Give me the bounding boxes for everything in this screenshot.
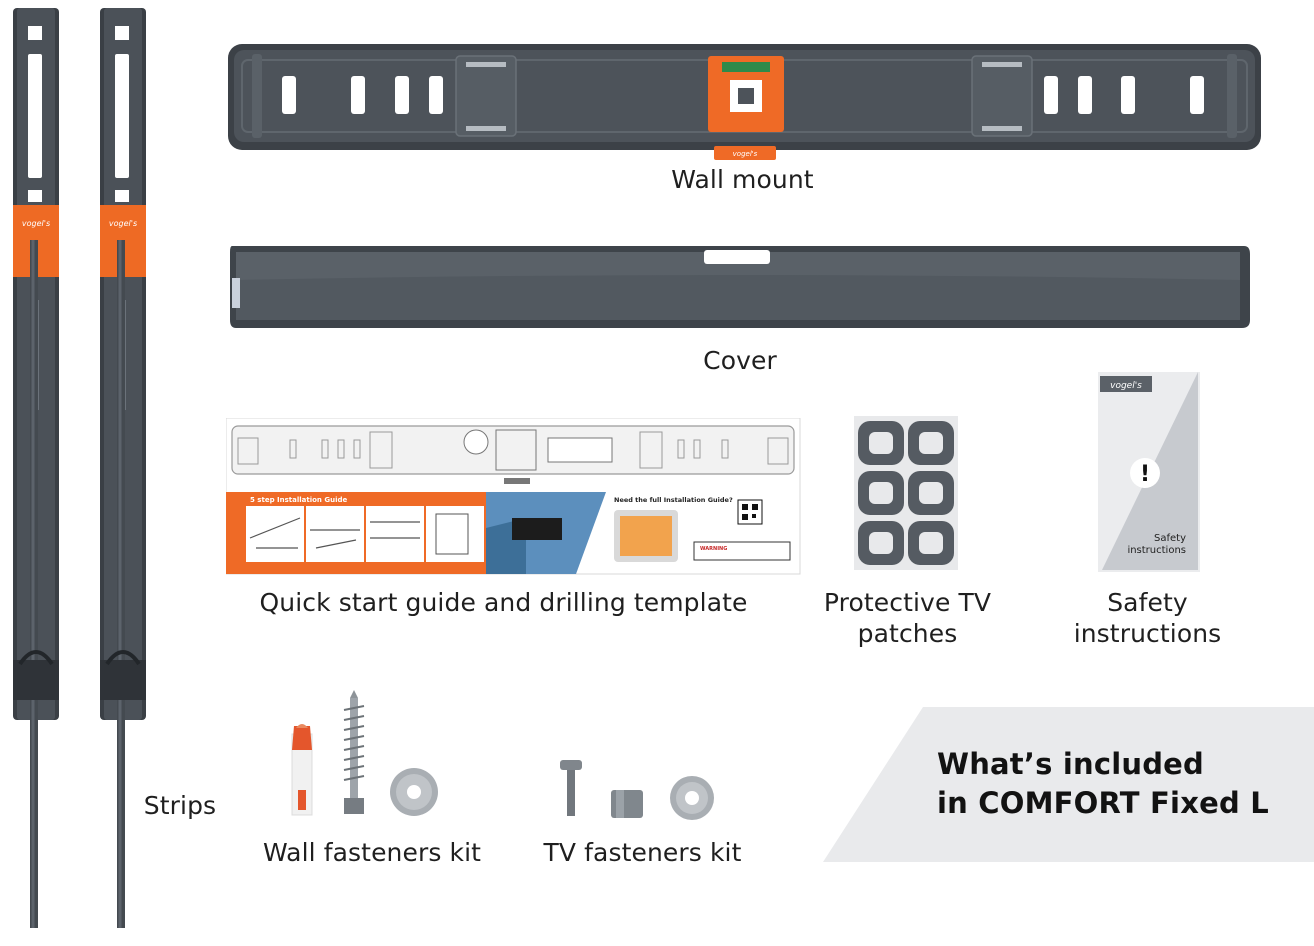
strip-logo-text: vogel's [109, 219, 137, 228]
safety-exclamation-icon: ! [1140, 462, 1150, 487]
protective-patches-line2: patches [857, 619, 958, 648]
cover-label: Cover [703, 346, 777, 375]
safety-label-line2: instructions [1073, 619, 1222, 648]
mount-logo-text: vogel's [733, 150, 758, 158]
protective-patches-line1: Protective TV [823, 588, 992, 617]
guide-step-title: 5 step Installation Guide [250, 496, 347, 504]
headline: What’s included in COMFORT Fixed L [937, 745, 1269, 823]
wall-mount-illustration: vogel's [228, 44, 1261, 160]
strips-label: Strips [143, 791, 217, 820]
safety-booklet-illustration: vogel's ! Safety instructions [1098, 372, 1200, 572]
safety-booklet-line1: Safety [1154, 533, 1186, 544]
headline-line2: in COMFORT Fixed L [937, 786, 1269, 820]
strip-logo-text: vogel's [22, 219, 50, 228]
protective-patches-illustration [854, 416, 958, 570]
strips-illustration: vogel's vogel's [13, 8, 146, 928]
safety-logo-text: vogel's [1110, 381, 1142, 391]
strip-right: vogel's [100, 8, 146, 928]
quick-start-guide-illustration: 5 step Installation Guide Need the full … [226, 418, 801, 575]
strip-left: vogel's [13, 8, 59, 928]
tv-fasteners-illustration [560, 760, 714, 820]
wall-fasteners-label: Wall fasteners kit [262, 838, 482, 867]
cover-illustration [230, 246, 1250, 328]
guide-warning-title: WARNING [700, 546, 727, 552]
safety-label-line1: Safety [1107, 588, 1188, 617]
wall-mount-label: Wall mount [671, 165, 814, 194]
tv-fasteners-label: TV fasteners kit [543, 838, 742, 867]
guide-full-question: Need the full Installation Guide? [614, 496, 733, 504]
quick-start-label: Quick start guide and drilling template [259, 588, 748, 617]
headline-line1: What’s included [937, 747, 1204, 781]
safety-booklet-line2: instructions [1127, 545, 1186, 556]
protective-patches-label: Protective TV patches [815, 587, 1000, 649]
safety-instructions-label: Safety instructions [1060, 587, 1235, 649]
wall-fasteners-illustration [291, 690, 438, 816]
